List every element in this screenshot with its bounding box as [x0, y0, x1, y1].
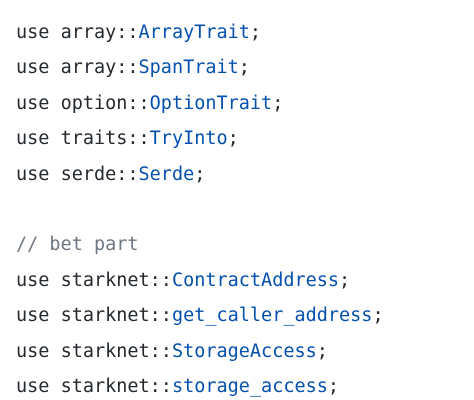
code-comment-line: // bet part	[16, 227, 474, 262]
code-line-use-traits-tryinto: use traits::TryInto;	[16, 121, 474, 156]
module-path: option::	[60, 92, 150, 114]
code-line-use-starknet-storageaccess: use starknet::StorageAccess;	[16, 334, 474, 369]
imported-identifier: SpanTrait	[138, 57, 239, 79]
imported-identifier: ContractAddress	[171, 269, 340, 291]
imported-identifier: StorageAccess	[171, 340, 317, 362]
imported-identifier: TryInto	[149, 128, 228, 150]
use-keyword: use	[16, 22, 50, 43]
semicolon: ;	[227, 128, 239, 150]
use-keyword: use	[16, 305, 50, 327]
semicolon: ;	[327, 375, 340, 397]
semicolon: ;	[272, 92, 284, 114]
imported-identifier: ArrayTrait	[138, 22, 250, 43]
use-keyword: use	[16, 269, 50, 291]
code-line-use-serde-serde: use serde::Serde;	[16, 157, 474, 192]
code-comment: // bet part	[16, 234, 139, 256]
imported-identifier: Serde	[138, 163, 195, 185]
code-line-use-starknet-get-caller-address: use starknet::get_caller_address;	[16, 298, 474, 333]
use-keyword: use	[16, 163, 50, 185]
use-keyword: use	[16, 375, 50, 397]
code-line-use-option-optiontrait: use option::OptionTrait;	[16, 86, 474, 121]
use-keyword: use	[16, 92, 50, 114]
code-line-use-array-spantrait: use array::SpanTrait;	[16, 50, 474, 85]
imported-identifier: get_caller_address	[171, 305, 373, 327]
module-path: starknet::	[60, 340, 172, 362]
module-path: starknet::	[60, 305, 172, 327]
imported-identifier: OptionTrait	[149, 92, 273, 114]
imported-identifier: storage_access	[171, 375, 328, 397]
module-path: array::	[60, 22, 139, 43]
module-path: array::	[60, 57, 139, 79]
module-path: starknet::	[60, 375, 172, 397]
use-keyword: use	[16, 57, 50, 79]
module-path: traits::	[60, 128, 150, 150]
code-line-use-starknet-storage-access: use starknet::storage_access;	[16, 369, 474, 400]
module-path: serde::	[60, 163, 139, 185]
code-line-use-array-arraytrait: use array::ArrayTrait;	[16, 15, 474, 50]
code-line-use-starknet-contractaddress: use starknet::ContractAddress;	[16, 263, 474, 298]
semicolon: ;	[316, 340, 328, 362]
use-keyword: use	[16, 128, 50, 150]
blank-line	[16, 192, 474, 227]
semicolon: ;	[249, 22, 262, 43]
use-keyword: use	[16, 340, 50, 362]
semicolon: ;	[372, 305, 384, 327]
semicolon: ;	[194, 163, 206, 185]
module-path: starknet::	[60, 269, 172, 291]
semicolon: ;	[339, 269, 351, 291]
semicolon: ;	[238, 57, 250, 79]
